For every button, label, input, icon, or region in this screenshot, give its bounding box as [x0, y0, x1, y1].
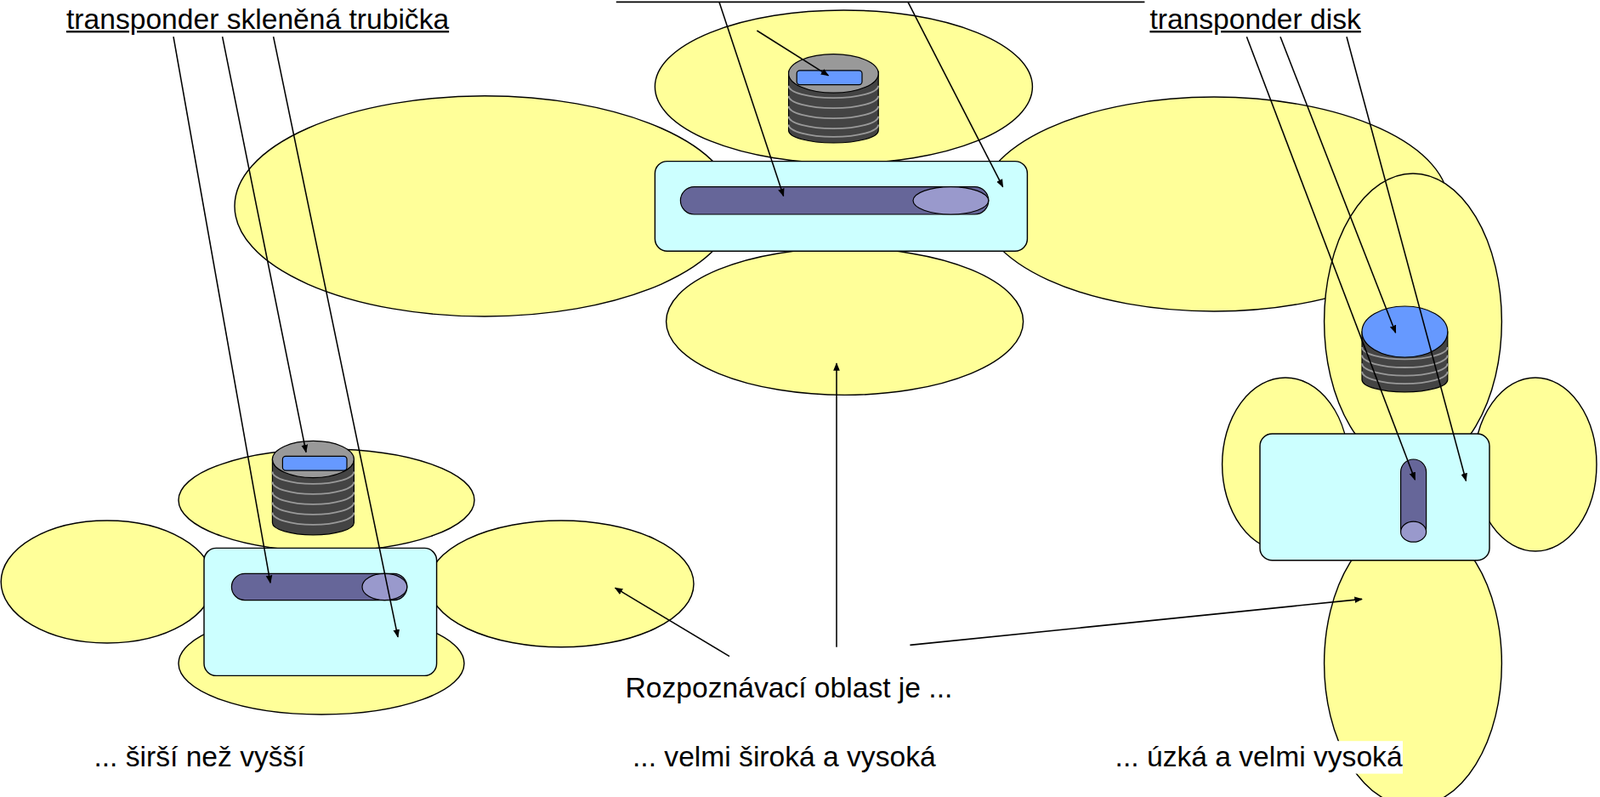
reading-field-wider [0, 448, 694, 715]
caption-label: ... širší než vyšší [93, 740, 305, 774]
caption-label: Rozpoznávací oblast je ... [625, 671, 954, 705]
reader-box [204, 161, 1490, 676]
disk-transponder [272, 54, 1447, 535]
caption-label: ... úzká a velmi vysoká [1115, 740, 1403, 774]
reading-field-narrow-high [1222, 173, 1597, 797]
part-label: transponder skleněná trubička [66, 3, 449, 37]
reading-field-wide-high [234, 10, 1449, 395]
leader-line [173, 1, 1466, 656]
part-label: transponder disk [1149, 3, 1361, 37]
caption-label: ... velmi široká a vysoká [632, 740, 937, 774]
top-rule [616, 1, 1146, 4]
glass-tube [231, 187, 1426, 601]
